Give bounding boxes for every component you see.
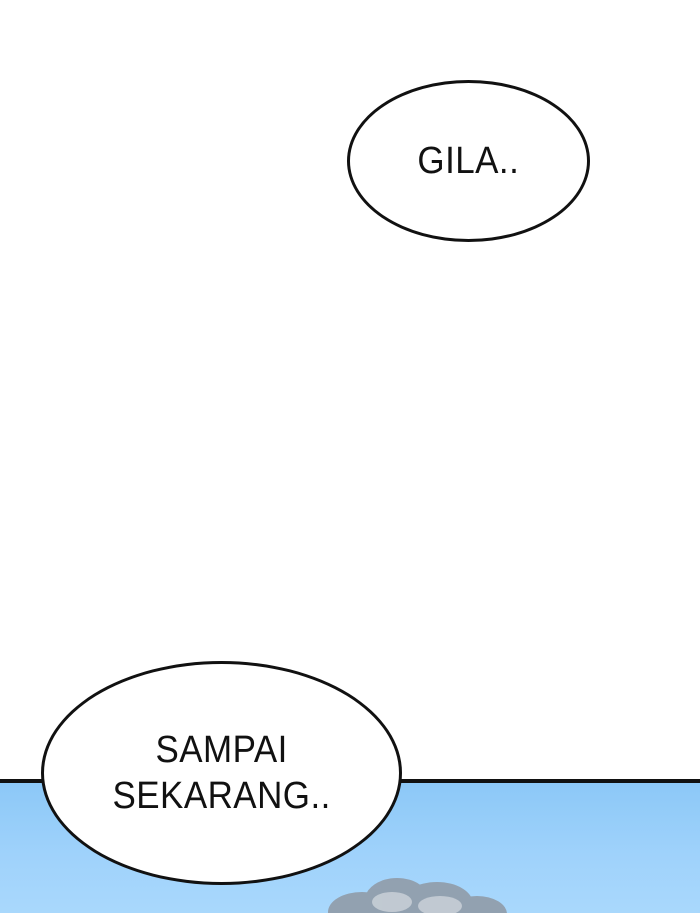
speech-bubble-2: SAMPAI SEKARANG.. [41, 661, 402, 885]
speech-bubble-2-line-1: SAMPAI [155, 729, 288, 771]
speech-bubble-1-text: GILA.. [417, 139, 520, 182]
cloud-icon [328, 878, 507, 913]
speech-bubble-2-text: SAMPAI SEKARANG.. [103, 727, 340, 819]
speech-bubble-1: GILA.. [347, 80, 590, 242]
speech-bubble-2-line-2: SEKARANG.. [112, 775, 331, 817]
